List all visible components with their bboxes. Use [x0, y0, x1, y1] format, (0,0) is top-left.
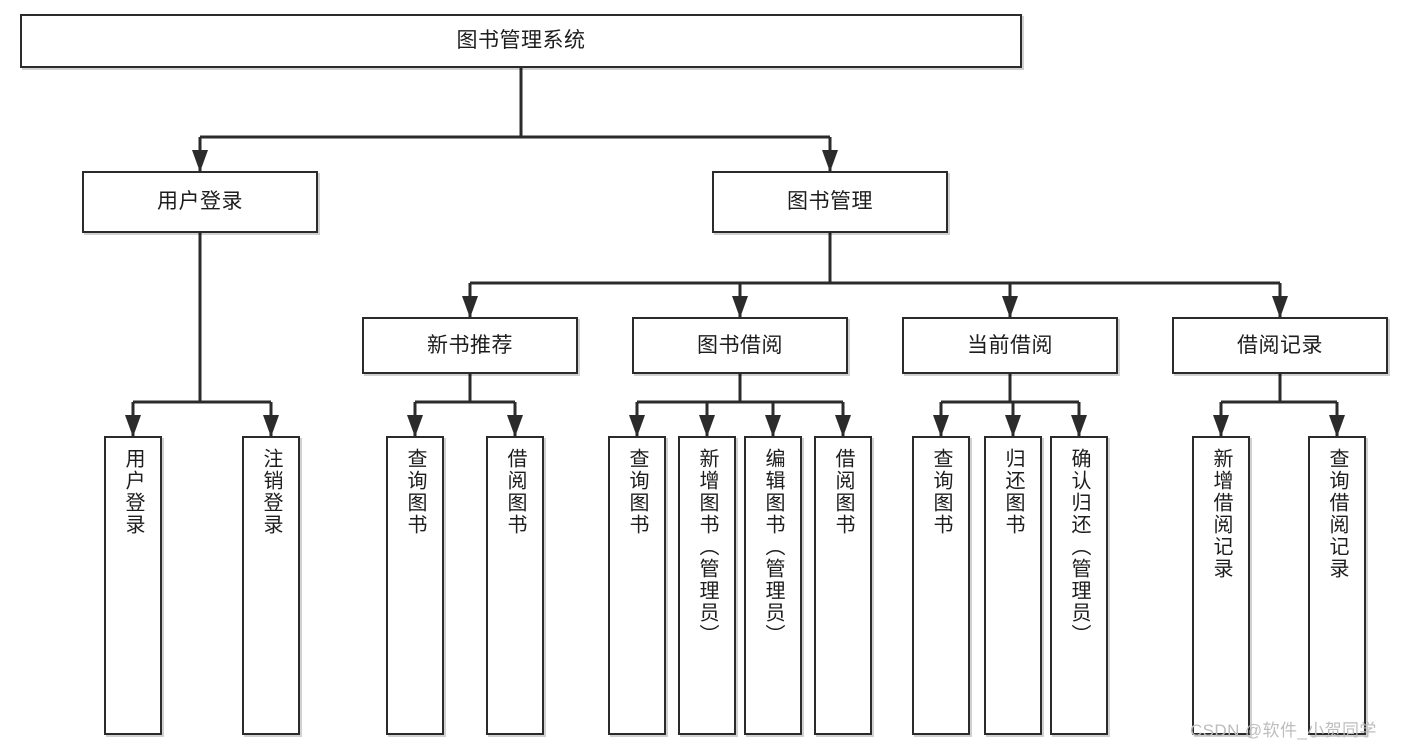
arrow-head-icon: [629, 415, 645, 437]
node-label-new-book-rec: 新书推荐: [427, 333, 513, 357]
node-label-leaf-query-book-1: 查询图书: [404, 448, 426, 536]
arrow-head-icon: [933, 415, 949, 437]
arrow-head-icon: [1002, 296, 1018, 318]
arrow-head-icon: [699, 415, 715, 437]
node-leaf-add-record[interactable]: 新增借阅记录: [1192, 436, 1250, 735]
node-leaf-query-record[interactable]: 查询借阅记录: [1308, 436, 1366, 735]
watermark-text: CSDN @软件_小贺同学: [1190, 721, 1377, 740]
arrow-head-icon: [263, 415, 279, 437]
node-label-leaf-return-book: 归还图书: [1002, 448, 1024, 536]
node-label-leaf-confirm-return: 确认归还（管理员）: [1068, 448, 1090, 646]
arrow-head-icon: [507, 415, 523, 437]
node-leaf-return-book[interactable]: 归还图书: [984, 436, 1042, 735]
node-leaf-borrow-book-1[interactable]: 借阅图书: [486, 436, 544, 735]
node-label-leaf-query-book-2: 查询图书: [626, 448, 648, 536]
node-leaf-query-book-2[interactable]: 查询图书: [608, 436, 666, 735]
node-label-user-login: 用户登录: [157, 190, 243, 214]
node-user-login[interactable]: 用户登录: [82, 171, 318, 233]
node-label-current-borrow: 当前借阅: [967, 333, 1053, 357]
node-leaf-add-book[interactable]: 新增图书（管理员）: [678, 436, 736, 735]
node-leaf-query-book-1[interactable]: 查询图书: [386, 436, 444, 735]
node-new-book-rec[interactable]: 新书推荐: [362, 317, 578, 374]
node-leaf-confirm-return[interactable]: 确认归还（管理员）: [1050, 436, 1108, 735]
arrow-head-icon: [732, 296, 748, 318]
node-label-root: 图书管理系统: [456, 29, 586, 53]
node-label-leaf-borrow-book-1: 借阅图书: [504, 448, 526, 536]
arrow-head-icon: [765, 415, 781, 437]
node-label-leaf-query-book-3: 查询图书: [930, 448, 952, 536]
arrow-head-icon: [1071, 415, 1087, 437]
node-label-leaf-add-book: 新增图书（管理员）: [696, 448, 718, 646]
arrow-head-icon: [1213, 415, 1229, 437]
node-label-leaf-edit-book: 编辑图书（管理员）: [762, 448, 784, 646]
arrow-head-icon: [1329, 415, 1345, 437]
node-leaf-edit-book[interactable]: 编辑图书（管理员）: [744, 436, 802, 735]
arrow-head-icon: [1272, 296, 1288, 318]
arrow-head-icon: [1005, 415, 1021, 437]
node-current-borrow[interactable]: 当前借阅: [902, 317, 1118, 374]
arrow-head-icon: [192, 150, 208, 172]
arrow-head-icon: [407, 415, 423, 437]
node-label-book-manage: 图书管理: [787, 190, 873, 214]
node-leaf-query-book-3[interactable]: 查询图书: [912, 436, 970, 735]
node-leaf-logout[interactable]: 注销登录: [242, 436, 300, 735]
arrow-head-icon: [835, 415, 851, 437]
node-root[interactable]: 图书管理系统: [20, 14, 1022, 68]
node-label-leaf-query-record: 查询借阅记录: [1326, 448, 1348, 580]
node-book-manage[interactable]: 图书管理: [712, 171, 948, 233]
node-label-leaf-logout: 注销登录: [260, 448, 282, 536]
node-leaf-borrow-book-2[interactable]: 借阅图书: [814, 436, 872, 735]
node-leaf-user-login[interactable]: 用户登录: [104, 436, 162, 735]
node-borrow-record[interactable]: 借阅记录: [1172, 317, 1388, 374]
node-label-book-borrow: 图书借阅: [697, 333, 783, 357]
node-book-borrow[interactable]: 图书借阅: [632, 317, 848, 374]
node-label-leaf-borrow-book-2: 借阅图书: [832, 448, 854, 536]
arrow-head-icon: [125, 415, 141, 437]
node-label-leaf-add-record: 新增借阅记录: [1210, 448, 1232, 580]
arrow-head-icon: [462, 296, 478, 318]
node-label-borrow-record: 借阅记录: [1237, 333, 1323, 357]
arrow-head-icon: [822, 150, 838, 172]
node-label-leaf-user-login: 用户登录: [122, 448, 144, 536]
